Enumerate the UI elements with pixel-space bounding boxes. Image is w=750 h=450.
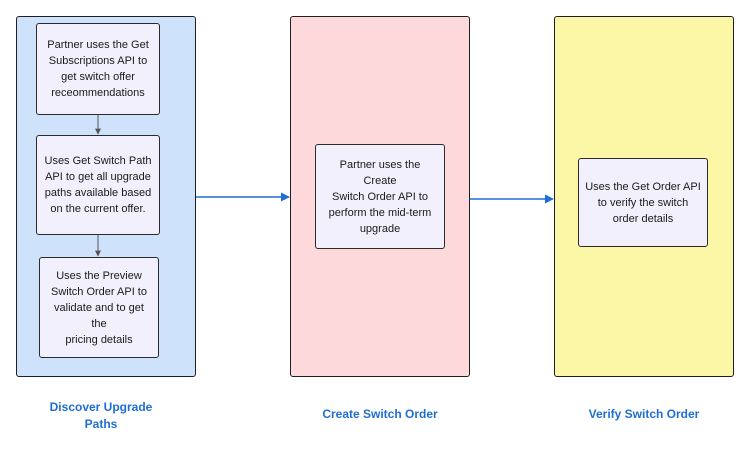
- node-create-switch-order: Partner uses the Create Switch Order API…: [315, 144, 445, 249]
- node-get-order-text: Uses the Get Order API to verify the swi…: [585, 180, 701, 225]
- node-get-order: Uses the Get Order API to verify the swi…: [578, 158, 708, 247]
- node-get-switch-path-text: Uses Get Switch Path API to get all upgr…: [44, 155, 152, 215]
- node-preview-switch-order: Uses the Preview Switch Order API to val…: [39, 257, 159, 358]
- lane-label-verify: Verify Switch Order: [588, 407, 700, 421]
- lane-label-create: Create Switch Order: [322, 407, 438, 421]
- node-get-subscriptions-text: Partner uses the Get Subscriptions API t…: [47, 39, 149, 99]
- node-create-switch-order-text: Partner uses the Create Switch Order API…: [328, 158, 432, 235]
- node-preview-switch-order-text: Uses the Preview Switch Order API to val…: [51, 269, 147, 346]
- lane-label-discover: Discover Upgrade Paths: [49, 400, 153, 431]
- node-get-switch-path: Uses Get Switch Path API to get all upgr…: [36, 135, 160, 235]
- node-get-subscriptions: Partner uses the Get Subscriptions API t…: [36, 23, 160, 115]
